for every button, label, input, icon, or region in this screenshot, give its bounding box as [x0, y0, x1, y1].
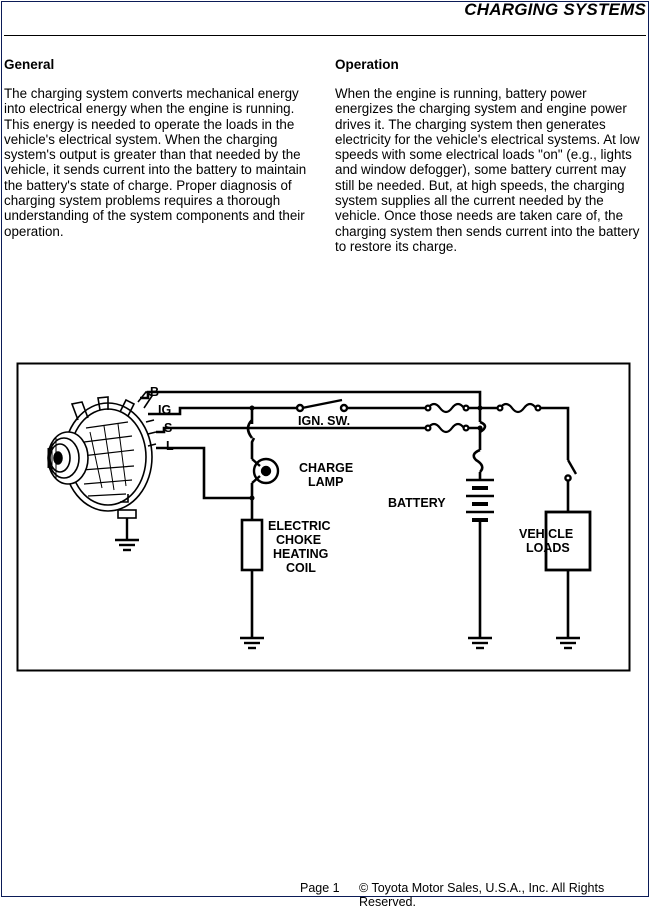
battery-icon	[466, 478, 494, 522]
general-body: The charging system converts mechanical …	[4, 86, 307, 239]
alternator-icon	[47, 390, 157, 519]
ground-icon	[115, 518, 139, 552]
vehicle-loads-label-line1: VEHICLE	[519, 527, 573, 541]
ign-switch-icon	[295, 398, 349, 413]
page-title: CHARGING SYSTEMS	[464, 0, 646, 19]
terminal-l-label: L	[166, 439, 174, 453]
operation-body: When the engine is running, battery powe…	[335, 86, 640, 254]
copyright-notice: © Toyota Motor Sales, U.S.A., Inc. All R…	[359, 881, 605, 909]
ground-icon	[556, 636, 580, 650]
vehicle-loads-box	[544, 510, 592, 572]
charging-circuit-diagram: B IG S L	[16, 362, 631, 672]
vehicle-loads-label-line2: LOADS	[526, 541, 570, 555]
operation-heading: Operation	[335, 57, 399, 72]
ground-icon	[468, 636, 492, 650]
lamp-icon	[251, 457, 280, 485]
junction-dots	[249, 405, 483, 501]
choke-label-line4: COIL	[286, 561, 316, 575]
operation-section: Operation When the engine is running, ba…	[335, 57, 645, 254]
fuse-icon	[424, 402, 542, 434]
page-frame	[1, 1, 649, 897]
choke-label-line3: HEATING	[273, 547, 328, 561]
ign-switch-label: IGN. SW.	[298, 414, 350, 428]
charge-lamp-label-line1: CHARGE	[299, 461, 353, 475]
circuit-wires	[140, 390, 570, 638]
page-number: Page 1	[300, 881, 340, 895]
ground-icon	[240, 636, 264, 650]
choke-label-line1: ELECTRIC	[268, 519, 331, 533]
general-heading: General	[4, 57, 55, 72]
choke-label-line2: CHOKE	[276, 533, 321, 547]
header-divider	[4, 35, 646, 36]
resistor-icon	[240, 518, 264, 572]
charge-lamp-label-line2: LAMP	[308, 475, 343, 489]
switch-icon	[564, 459, 578, 482]
battery-label: BATTERY	[388, 496, 446, 510]
general-section: General The charging system converts mec…	[4, 57, 322, 239]
